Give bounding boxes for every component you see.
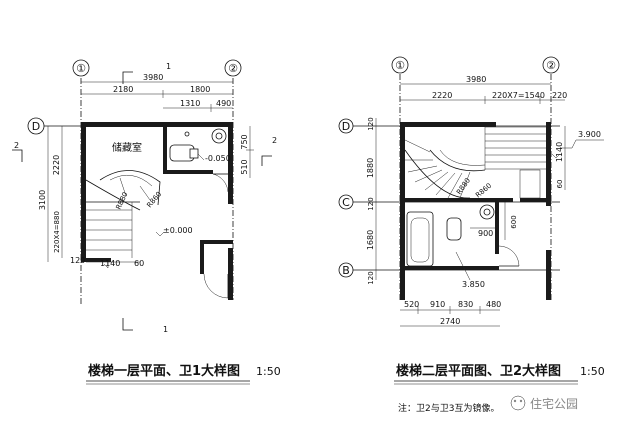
axis-label-b-r: B xyxy=(342,264,350,277)
dim-1800: 1800 xyxy=(190,85,210,94)
dim-total-r: 3980 xyxy=(466,75,486,84)
dim-510: 510 xyxy=(240,159,249,174)
dim-1680-r: 1680 xyxy=(366,230,375,250)
dim-490: 490 xyxy=(216,99,231,108)
dim-830-r: 830 xyxy=(458,300,473,309)
dim-2740-r: 2740 xyxy=(440,317,460,326)
axis-label-1: ① xyxy=(76,62,86,75)
mirror-note: 注：卫2与卫3互为镜像。 xyxy=(398,402,499,414)
elev-zero: ±0.000 xyxy=(163,226,193,235)
left-plan-scale: 1:50 xyxy=(256,365,281,378)
right-plan-scale: 1:50 xyxy=(580,365,605,378)
radius-r880: R880 xyxy=(115,191,130,211)
dim-750: 750 xyxy=(240,134,249,149)
dim-120a-r: 120 xyxy=(367,117,375,130)
dim-220-r: 220 xyxy=(552,91,567,100)
dim-1140: 1140 xyxy=(100,259,120,268)
radius-r880-r: R880 xyxy=(455,177,472,197)
dim-480-r: 480 xyxy=(486,300,501,309)
dim-120c-r: 120 xyxy=(367,271,375,284)
left-plan: ① ② D 1 1 2 2 3980 2180 1800 1310 490 31… xyxy=(12,59,277,334)
section-mark-top: 1 xyxy=(166,62,171,71)
dim-910-r: 910 xyxy=(430,300,445,309)
watermark-text: 住宅公园 xyxy=(530,396,578,411)
section-mark-bottom: 1 xyxy=(163,325,168,334)
dim-600-r: 600 xyxy=(510,215,518,228)
bathtub-fixture xyxy=(406,211,434,267)
room-label-storage: 储藏室 xyxy=(112,141,142,154)
right-plan-title: 楼梯二层平面图、卫2大样图 xyxy=(396,363,561,379)
dim-900-r: 900 xyxy=(478,229,493,238)
axis-label-d: D xyxy=(32,120,40,133)
axis-label-d-r: D xyxy=(342,120,350,133)
elev-3900: 3.900 xyxy=(578,130,601,139)
elev-3850: 3.850 xyxy=(462,280,485,289)
dim-2180: 2180 xyxy=(113,85,133,94)
dim-1140-r: 1140 xyxy=(555,142,564,162)
section-side-left: 2 xyxy=(14,141,19,150)
axis-label-2: ② xyxy=(228,62,238,75)
elev-minus-0050: -0.050 xyxy=(205,154,231,163)
dim-120-bottom: 120 xyxy=(70,256,85,265)
dim-3100: 3100 xyxy=(38,190,47,210)
axis-bubble-2-r xyxy=(542,56,560,74)
section-side-right: 2 xyxy=(272,136,277,145)
axis-label-c-r: C xyxy=(342,196,350,209)
radius-r860-r: R860 xyxy=(474,182,493,200)
dim-60: 60 xyxy=(134,259,144,268)
toilet-fixture-r xyxy=(446,217,462,241)
radius-r860: R860 xyxy=(145,190,163,209)
dim-1310: 1310 xyxy=(180,99,200,108)
wechat-icon xyxy=(510,395,526,411)
axis-bubble-1-r xyxy=(391,56,409,74)
dim-520-r: 520 xyxy=(404,300,419,309)
dim-2220: 2220 xyxy=(52,155,61,175)
axis-bubble-2 xyxy=(224,59,242,77)
dim-1880-r: 1880 xyxy=(366,158,375,178)
dim-60-r: 60 xyxy=(556,180,564,189)
axis-bubble-1 xyxy=(72,59,90,77)
axis-label-2-r: ② xyxy=(546,59,556,72)
right-plan: ① ② D C B 3980 2220 220X7=1540 220 120 1… xyxy=(338,56,604,327)
dim-total: 3980 xyxy=(143,73,163,82)
dim-2220-r: 2220 xyxy=(432,91,452,100)
dim-120b-r: 120 xyxy=(367,197,375,210)
dim-220x7-r: 220X7=1540 xyxy=(492,91,545,100)
axis-label-1-r: ① xyxy=(395,59,405,72)
dim-220x4: 220X4=880 xyxy=(53,211,61,253)
left-plan-title: 楼梯一层平面、卫1大样图 xyxy=(88,363,240,379)
